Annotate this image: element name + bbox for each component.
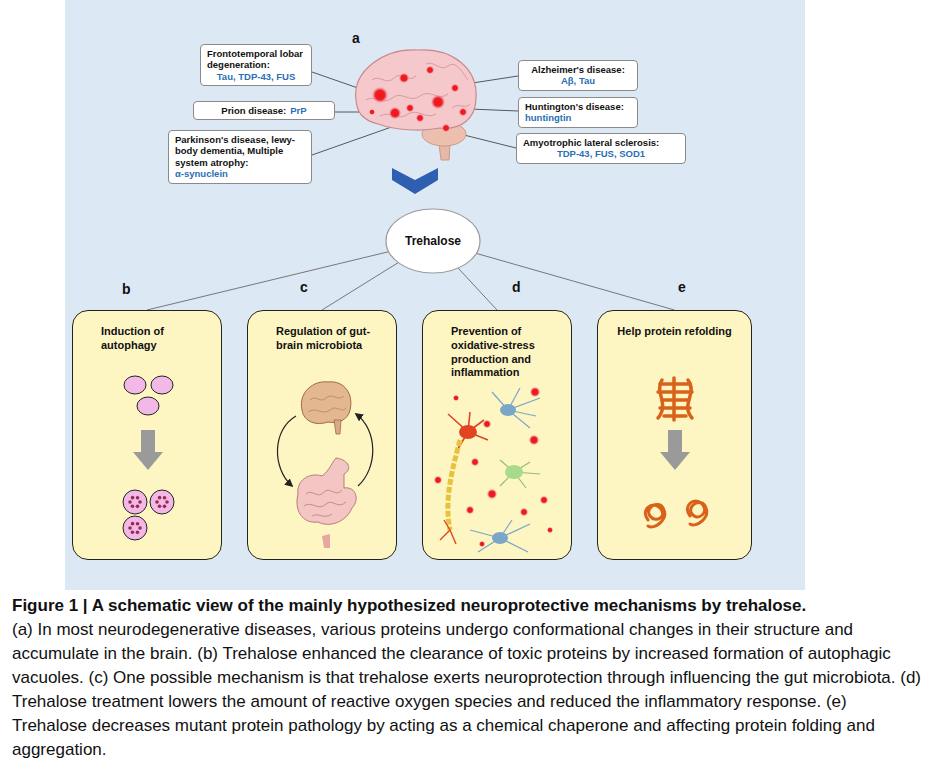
mechanism-title: Help protein refolding (608, 325, 741, 339)
disease-box: Prion disease: PrP (193, 101, 335, 120)
protein-name: huntingtin (525, 112, 631, 123)
disease-box: Huntington's disease:huntingtin (518, 97, 638, 128)
connector-line (147, 252, 389, 310)
mechanism-title: Prevention of oxidative-stress productio… (451, 325, 559, 380)
panel-letter: d (512, 279, 521, 295)
brain-illustration (356, 50, 476, 160)
panel-letter: e (678, 279, 686, 295)
node-title: Trehalose (405, 234, 461, 248)
figure-title: Figure 1 | A schematic view of the mainl… (12, 594, 924, 618)
disease-box: Parkinson's disease, lewy-body dementia,… (168, 130, 312, 184)
panel-letter: a (352, 30, 360, 46)
disease-box: Alzheimer's disease:Aβ, Tau (518, 60, 638, 91)
disease-name: Amyotrophic lateral sclerosis: (523, 137, 679, 148)
trehalose-ellipse: Trehalose (385, 208, 481, 274)
mechanism-box: Induction of autophagy (72, 310, 222, 560)
disease-name: Prion disease: (221, 105, 286, 116)
disease-name: Parkinson's disease, lewy-body dementia,… (175, 134, 305, 168)
protein-name: α-synuclein (175, 168, 305, 179)
disease-box: Frontotemporal lobar degeneration:Tau, T… (200, 44, 312, 86)
protein-illustration (645, 378, 706, 527)
neuron-illustration (434, 387, 553, 552)
box-fills (72, 310, 752, 560)
protein-name: PrP (290, 105, 306, 116)
protein-name: Tau, TDP-43, FUS (207, 71, 305, 82)
connector-line (476, 253, 674, 310)
disease-name: Alzheimer's disease: (525, 64, 631, 75)
protein-name: TDP-43, FUS, SOD1 (523, 148, 679, 159)
caption-block: Figure 1 | A schematic view of the mainl… (12, 594, 924, 762)
disease-name: Frontotemporal lobar degeneration: (207, 48, 305, 71)
disease-name: Huntington's disease: (525, 101, 631, 112)
gut-brain-illustration (277, 382, 372, 548)
panel-letter: b (122, 281, 131, 297)
figure-caption: (a) In most neurodegenerative diseases, … (12, 618, 924, 762)
autophagy-illustration (123, 376, 174, 540)
connector-line (322, 263, 398, 310)
mechanism-title: Induction of autophagy (101, 325, 209, 353)
mechanism-title: Regulation of gut-brain microbiota (276, 325, 384, 353)
connector-line (458, 268, 497, 310)
panel-letter: c (300, 279, 308, 295)
protein-name: Aβ, Tau (525, 75, 631, 86)
mechanism-box: Prevention of oxidative-stress productio… (422, 310, 572, 560)
mechanism-box: Regulation of gut-brain microbiota (247, 310, 397, 560)
disease-box: Amyotrophic lateral sclerosis:TDP-43, FU… (516, 133, 686, 164)
mechanism-box: Help protein refolding (597, 310, 752, 560)
down-chevron (392, 168, 438, 194)
